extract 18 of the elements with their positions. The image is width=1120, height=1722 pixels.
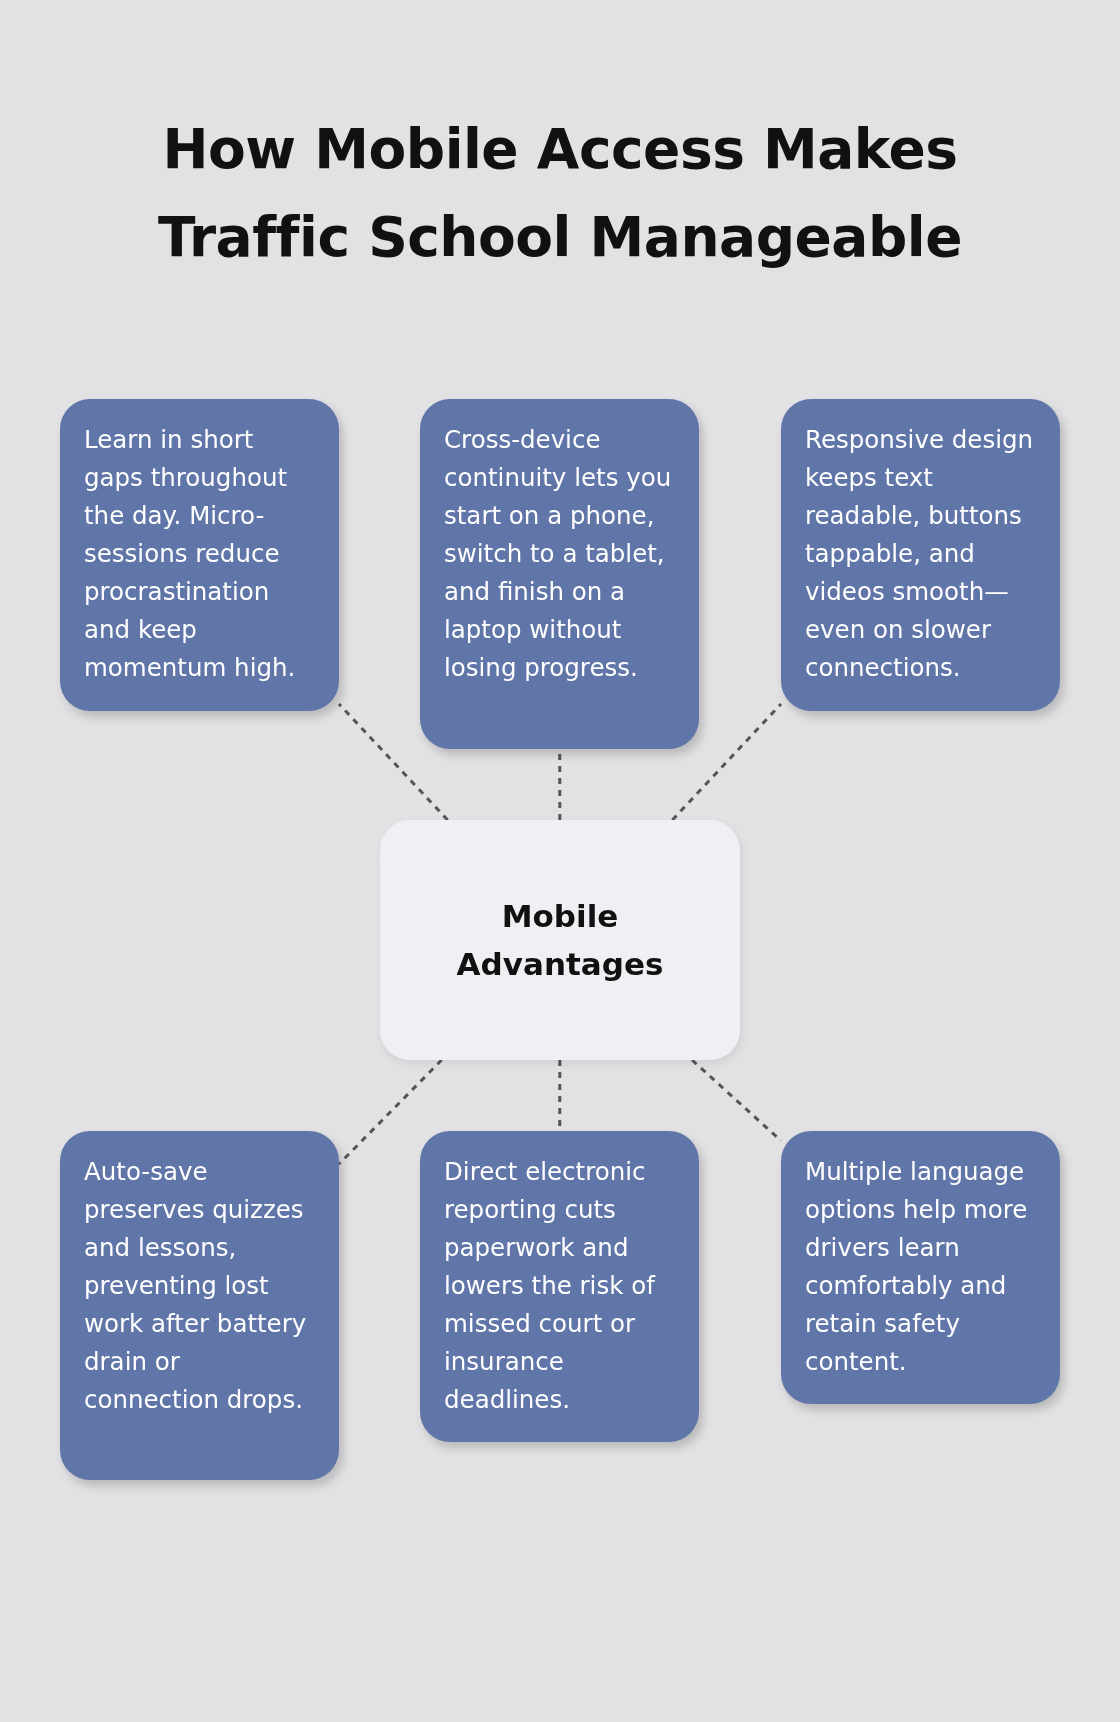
card-text: Responsive design keeps text readable, buttons tappable, and videos smooth—even on slower connections. (805, 424, 1035, 684)
title: How Mobile Access Makes Traffic School Manageable (156, 116, 963, 271)
hub-label: Mobile Advantages (455, 897, 665, 984)
card-text: Learn in short gaps throughout the day. Micro-sessions reduce procrastination and keep momentum high. (84, 424, 297, 684)
card-text: Direct electronic reporting cuts paperwork and lowers the risk of missed court or insurance deadlines. (444, 1156, 657, 1416)
hub-box (380, 820, 740, 1060)
card-text: Multiple language options help more drivers learn comfortably and retain safety content. (805, 1156, 1029, 1378)
info-card (781, 1131, 1060, 1404)
info-card (420, 1131, 699, 1442)
info-card (60, 1131, 339, 1480)
card-text: Cross-device continuity lets you start on a phone, switch to a tablet, and finish on a laptop without losing progress. (444, 424, 673, 684)
info-card (60, 399, 339, 711)
card-text: Auto-save preserves quizzes and lessons, preventing lost work after battery drain or connection drops. (84, 1156, 308, 1416)
info-card (781, 399, 1060, 711)
connector-line (671, 702, 783, 822)
connector-line (337, 1058, 443, 1166)
info-card (420, 399, 699, 749)
connector-line (337, 702, 449, 822)
